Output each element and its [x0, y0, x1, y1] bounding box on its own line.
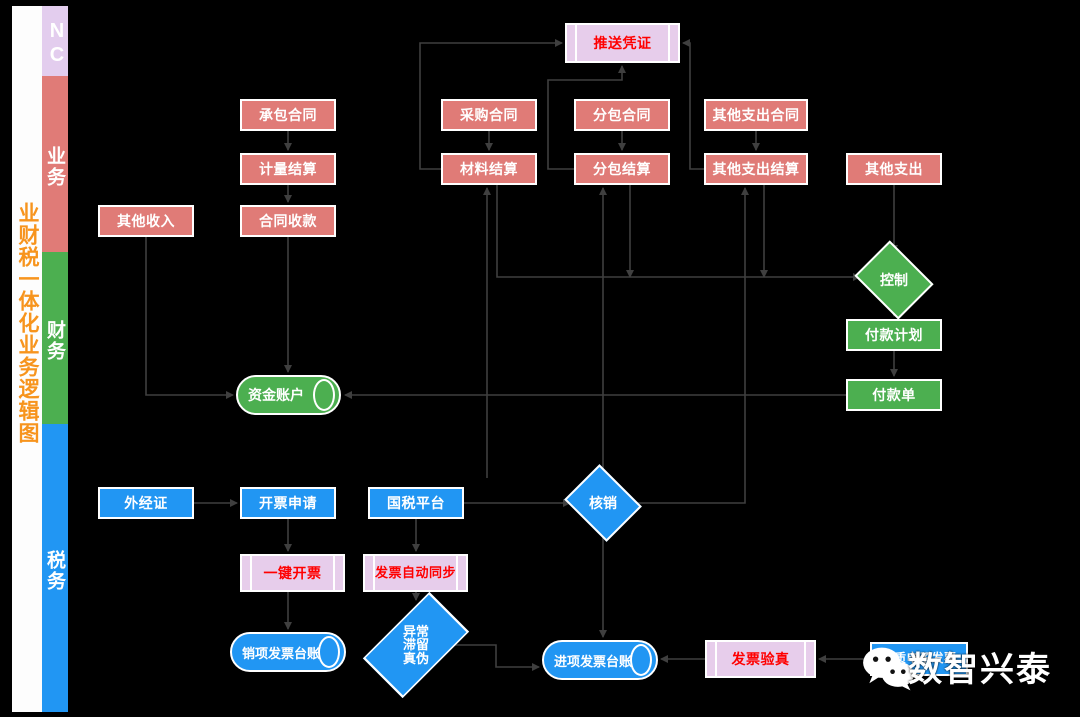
predefined-process-bar-left	[715, 642, 717, 676]
node-chengbao-hetong[interactable]: 承包合同	[240, 99, 336, 131]
node-waijing-zheng[interactable]: 外经证	[98, 487, 194, 519]
node-label: 异常滞留真伪	[403, 625, 429, 665]
node-label: 资金账户	[248, 387, 304, 403]
node-label: 推送凭证	[593, 34, 652, 51]
node-tuisong-pingzheng[interactable]: 推送凭证	[565, 23, 680, 63]
node-label: 其他支出结算	[712, 160, 800, 177]
node-fapiao-zidong-tongbu[interactable]: 发票自动同步	[363, 554, 468, 592]
node-label: 计量结算	[259, 160, 317, 177]
predefined-process-bar-left	[575, 25, 577, 61]
node-yichang-zhiliu-zhenwei[interactable]: 异常滞留真伪	[362, 591, 470, 699]
node-qita-zhichu-hetong[interactable]: 其他支出合同	[704, 99, 808, 131]
predefined-process-bar-right	[668, 25, 670, 61]
banner-color-bar: NC 业务 财务 税务	[42, 6, 68, 712]
node-label: 国税平台	[387, 494, 445, 511]
node-kaipiao-shenqing[interactable]: 开票申请	[240, 487, 336, 519]
cylinder-cap	[318, 636, 340, 668]
predefined-process-bar-left	[250, 556, 252, 590]
node-zijin-zhanghu[interactable]: 资金账户	[236, 375, 341, 415]
banner-white-strip	[12, 6, 42, 712]
node-fenbao-hetong[interactable]: 分包合同	[574, 99, 670, 131]
node-fukuan-jihua[interactable]: 付款计划	[846, 319, 942, 351]
cylinder-cap	[313, 379, 335, 411]
node-fenbao-jiesuan[interactable]: 分包结算	[574, 153, 670, 185]
wechat-icon	[863, 647, 914, 691]
node-label: 控制	[880, 271, 908, 288]
banner-segment-business: 业务	[42, 76, 68, 252]
banner-segment-finance: 财务	[42, 252, 68, 424]
node-guoshui-pingtai[interactable]: 国税平台	[368, 487, 464, 519]
node-cailiao-jiesuan[interactable]: 材料结算	[441, 153, 537, 185]
node-label: 其他支出	[865, 160, 923, 177]
node-label: 其他支出合同	[712, 106, 800, 123]
node-qita-zhichu-jiesuan[interactable]: 其他支出结算	[704, 153, 808, 185]
node-label: 采购合同	[460, 106, 518, 123]
node-label: 分包结算	[593, 160, 651, 177]
node-label: 销项发票台账	[242, 645, 321, 661]
node-yijian-kaipiao[interactable]: 一键开票	[240, 554, 345, 592]
node-label: 分包合同	[593, 106, 651, 123]
node-qita-shouru[interactable]: 其他收入	[98, 205, 194, 237]
node-xiaoxiang-fapiao-taizhang[interactable]: 销项发票台账	[230, 632, 346, 672]
banner-segment-tax: 税务	[42, 424, 68, 712]
predefined-process-bar-right	[804, 642, 806, 676]
node-jiliang-jiesuan[interactable]: 计量结算	[240, 153, 336, 185]
node-qita-zhichu[interactable]: 其他支出	[846, 153, 942, 185]
predefined-process-bar-right	[333, 556, 335, 590]
predefined-process-bar-left	[373, 556, 375, 590]
node-label: 一键开票	[263, 564, 322, 581]
node-label: 外经证	[124, 494, 168, 511]
node-kongzhi[interactable]: 控制	[854, 240, 934, 320]
diagram-title: 业财税一体化业务逻辑图	[16, 202, 39, 444]
node-hetong-shoukuan[interactable]: 合同收款	[240, 205, 336, 237]
predefined-process-bar-right	[456, 556, 458, 590]
node-fukuan-dan[interactable]: 付款单	[846, 379, 942, 411]
node-hexiao[interactable]: 核销	[564, 464, 642, 542]
node-label: 发票自动同步	[374, 564, 456, 580]
node-label: 付款单	[872, 386, 916, 403]
node-jinxiang-fapiao-taizhang[interactable]: 进项发票台账	[542, 640, 658, 680]
node-label: 合同收款	[259, 212, 317, 229]
node-label: 材料结算	[460, 160, 518, 177]
node-label: 其他收入	[117, 212, 175, 229]
node-label: 付款计划	[865, 326, 923, 343]
node-label: 核销	[589, 494, 617, 511]
node-fapiao-yanzhen[interactable]: 发票验真	[705, 640, 816, 678]
node-label: 发票验真	[731, 650, 790, 667]
node-label-line: 真伪	[402, 650, 429, 666]
left-banner: 业财税一体化业务逻辑图 NC 业务 财务 税务	[12, 6, 68, 712]
watermark-text: 数智兴泰	[908, 651, 1052, 689]
node-label: 承包合同	[259, 106, 317, 123]
node-label: 开票申请	[259, 494, 317, 511]
node-label: 进项发票台账	[554, 653, 633, 669]
node-caigou-hetong[interactable]: 采购合同	[441, 99, 537, 131]
node-label-line: 滞留	[402, 637, 429, 653]
watermark: 数智兴泰	[846, 620, 1076, 710]
cylinder-cap	[630, 644, 652, 676]
node-label-line: 异常	[402, 624, 429, 640]
banner-segment-nc: NC	[42, 6, 68, 76]
